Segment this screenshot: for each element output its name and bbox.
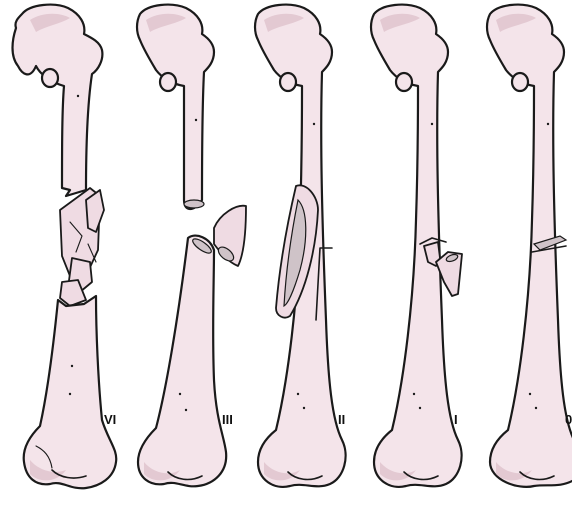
grade-iii-label: III [222, 412, 233, 427]
femur-grade-ii: II [255, 5, 346, 487]
grade-i-label: I [454, 412, 458, 427]
femur-grade-vi: VI [13, 5, 117, 489]
grade-vi-label: VI [104, 412, 116, 427]
grade-ii-label: II [338, 412, 345, 427]
grade-0-label: 0 [565, 412, 572, 427]
femur-grade-i: I [371, 5, 462, 487]
femur-grade-0: 0 [487, 5, 572, 487]
femur-grade-iii: III [137, 5, 246, 487]
